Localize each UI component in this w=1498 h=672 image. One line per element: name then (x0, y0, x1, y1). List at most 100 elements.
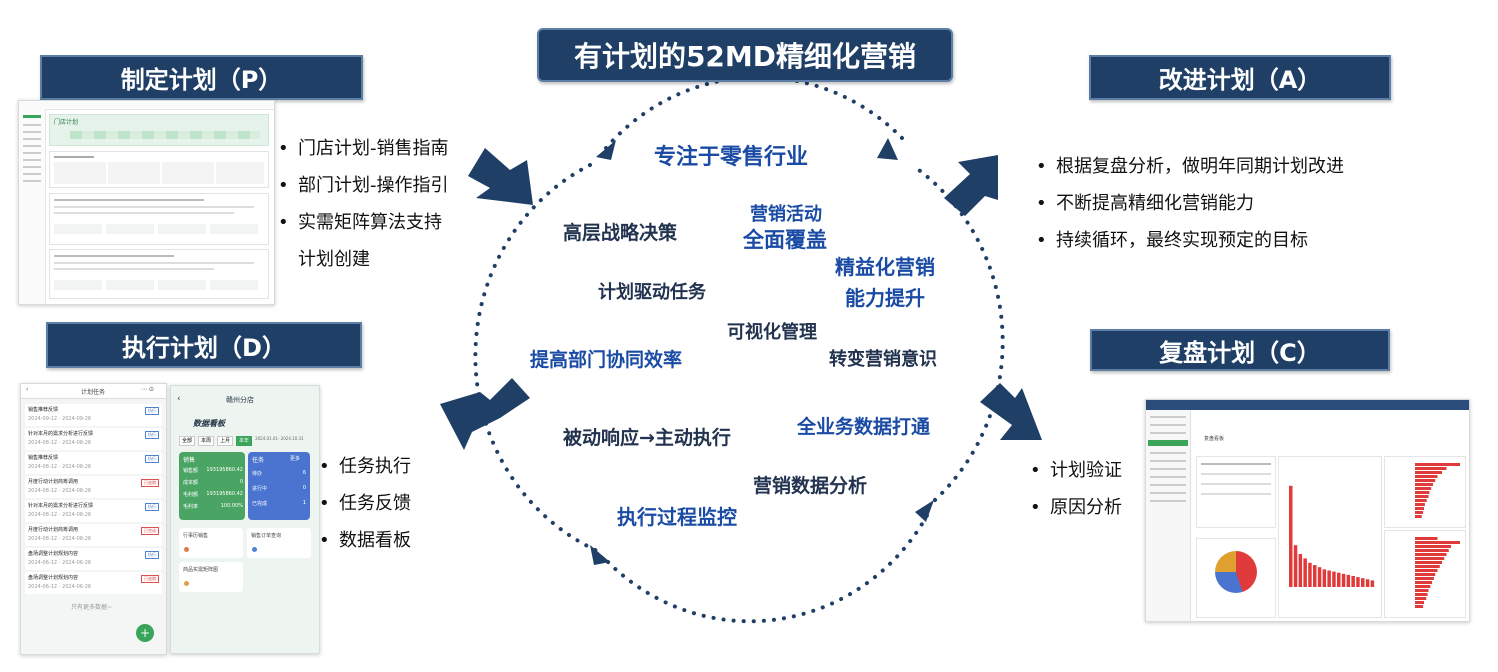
metric-value: 193195860.42 (206, 491, 243, 497)
metric-value: 100.00% (220, 503, 243, 509)
cycle-arrowhead-bottom-right (915, 500, 934, 522)
bar (1298, 554, 1303, 587)
bar (1415, 515, 1422, 518)
metric-label: 销售额 (183, 468, 199, 474)
task-date: 2024-08-12 - 2024-08-26 (28, 440, 92, 446)
bar (1415, 471, 1442, 474)
plan-bullet: 实需矩阵算法支持 (276, 204, 449, 241)
bar (1415, 475, 1438, 478)
bar (1415, 585, 1431, 588)
bar (1293, 545, 1298, 587)
plan-bullet: 部门计划-操作指引 (276, 167, 449, 204)
bar (1415, 463, 1460, 466)
task-date: 2024-06-12 - 2024-06-26 (28, 584, 92, 590)
bar (1341, 573, 1346, 587)
bar (1356, 577, 1360, 587)
tile[interactable]: 行事历销售 (179, 528, 243, 558)
bar (1415, 561, 1442, 564)
tile[interactable]: 商品实需矩阵图 (179, 562, 243, 592)
bar (1289, 485, 1293, 587)
bar (1415, 537, 1438, 540)
task-title: 销售推荐反馈 (28, 407, 59, 413)
keyword: 高层战略决策 (563, 222, 678, 244)
period-tab-active[interactable]: 本年 (236, 436, 253, 446)
bar (1415, 605, 1424, 608)
bar (1415, 483, 1433, 486)
do-bullet: 任务执行 (317, 448, 411, 485)
bar (1415, 573, 1436, 576)
bar (1337, 572, 1341, 587)
act-bullet: 不断提高精细化营销能力 (1034, 185, 1344, 222)
bar (1415, 503, 1425, 506)
keyword: 营销活动 (750, 204, 822, 225)
check-phase-banner: 复盘计划（C） (1090, 329, 1390, 371)
keyword: 转变营销意识 (829, 349, 937, 370)
bar (1415, 545, 1451, 548)
plan-phase-banner: 制定计划（P） (40, 55, 363, 100)
task-date: 2024-08-12 - 2024-08-26 (28, 512, 92, 518)
do-bullet: 数据看板 (317, 522, 411, 559)
mobile-dashboard-screenshot: ‹ 赣州分店 数据看板 全部 本周 上月 本年 2024.01.01- 2024… (170, 385, 320, 654)
sales-metric-row: 毛利额 193195860.42 (183, 491, 243, 503)
bar (1361, 578, 1365, 587)
do-bullet: 任务反馈 (317, 485, 411, 522)
task-card-more[interactable]: 更多 (290, 456, 301, 462)
bar (1415, 589, 1429, 592)
do-phase-banner: 执行计划（D） (46, 322, 362, 368)
task-date: 2024-08-12 - 2024-08-26 (28, 464, 92, 470)
task-status-badge: 已逾期 (141, 479, 159, 487)
bar (1308, 562, 1312, 587)
board-title: 数据看板 (193, 419, 225, 428)
bar (1415, 601, 1424, 604)
period-tab[interactable]: 上月 (217, 436, 234, 446)
bar (1346, 574, 1351, 587)
review-shot-header: 复盘看板 (1204, 436, 1225, 442)
do-bullets: 任务执行 任务反馈 数据看板 (317, 448, 411, 559)
plan-shot-header: 门店计划 (54, 119, 79, 126)
tile[interactable]: 销售订单查询 (247, 528, 311, 558)
task-title: 盘场调整计划规划内容 (28, 575, 79, 581)
bar (1415, 495, 1429, 498)
dotted-cycle-circle (473, 75, 1005, 624)
task-date: 2024-08-12 - 2024-08-26 (28, 488, 92, 494)
bar (1415, 553, 1447, 556)
task-list-item[interactable]: 销售推荐反馈 2024-09-12 - 2024-09-26 执行 (25, 404, 162, 426)
bar (1415, 467, 1447, 470)
metric-label: 成本额 (183, 480, 199, 486)
period-tab[interactable]: 全部 (179, 436, 196, 446)
period-tab[interactable]: 本周 (198, 436, 215, 446)
metric-label: 毛利额 (183, 492, 199, 498)
block-arrow-to-do (440, 378, 530, 450)
cycle-arrowhead-bottom-left (590, 545, 610, 565)
task-card-title: 任务 (252, 457, 265, 464)
task-list-item[interactable]: 月度行动计划商筹调用 2024-08-12 - 2024-08-26 已逾期 (25, 476, 162, 498)
back-icon: ‹ (177, 394, 181, 404)
task-title: 月度行动计划商筹调用 (28, 479, 79, 485)
task-title: 盘场调整计划规划内容 (28, 551, 79, 557)
keyword: 执行过程监控 (617, 505, 737, 529)
task-date: 2024-09-12 - 2024-09-26 (28, 416, 92, 422)
date-range: 2024.01.01- 2024.10.31 (255, 436, 304, 441)
keyword: 精益化营销 (835, 255, 935, 279)
keyword: 能力提升 (845, 286, 925, 310)
task-date: 2024-08-12 - 2024-08-26 (28, 536, 92, 542)
review-dashboard-screenshot: 复盘看板 (1145, 399, 1470, 622)
add-task-button[interactable]: + (136, 624, 154, 642)
back-icon: ‹ (26, 386, 29, 393)
period-tabs: 全部 本周 上月 本年 2024.01.01- 2024.10.31 (179, 436, 314, 446)
task-status-badge: 执行 (145, 407, 159, 415)
keyword: 可视化管理 (727, 322, 817, 343)
